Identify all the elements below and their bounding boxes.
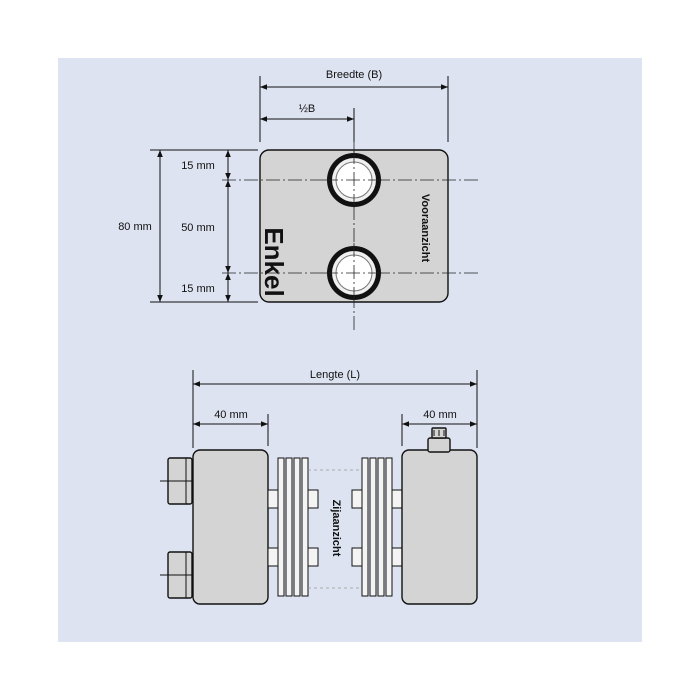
left-plate-pack — [267, 457, 319, 597]
front-view-label: Vooraanzicht — [419, 194, 431, 263]
model-label: Enkel — [259, 227, 289, 296]
vent-plug — [427, 427, 451, 453]
width-label: Breedte (B) — [326, 69, 382, 81]
half-width-label: ½B — [299, 103, 316, 115]
right-cover-body — [401, 449, 478, 605]
left-cover-body — [192, 449, 269, 605]
front-view: Breedte (B) ½B Enkel Vooraanzicht — [118, 69, 478, 330]
side-view-label: Zijaanzicht — [330, 500, 342, 557]
left-top-connector — [160, 457, 205, 505]
right-depth-label: 40 mm — [423, 409, 457, 421]
side-view: Lengte (L) 40 mm 40 mm — [160, 369, 478, 605]
bottom-offset-label: 15 mm — [181, 283, 215, 295]
length-label: Lengte (L) — [310, 369, 360, 381]
right-plate-pack — [351, 457, 403, 597]
bottom-port — [324, 243, 384, 303]
left-depth-label: 40 mm — [214, 409, 248, 421]
top-offset-label: 15 mm — [181, 160, 215, 172]
port-spacing-label: 50 mm — [181, 222, 215, 234]
total-height-label: 80 mm — [118, 221, 152, 233]
top-port — [324, 150, 384, 210]
